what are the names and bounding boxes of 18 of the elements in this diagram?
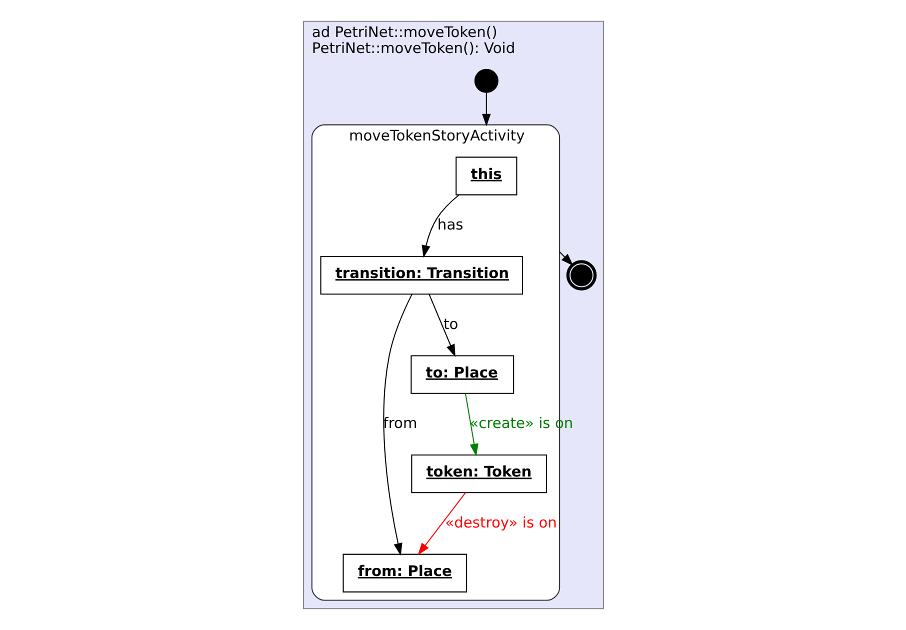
node-box: transition: Transition (320, 256, 522, 295)
node-box: from: Place (342, 554, 467, 592)
arrow (428, 294, 455, 357)
node-box: to: Place (410, 355, 514, 394)
node-circle (566, 260, 596, 290)
node-circle (474, 68, 498, 93)
arrow (421, 194, 459, 258)
edge-label: has (436, 216, 463, 234)
arrow (382, 294, 412, 556)
node-box: this (455, 156, 517, 196)
arrow (558, 251, 573, 266)
edge-label: from (382, 415, 417, 432)
arrow (464, 393, 478, 456)
edge-label: to (443, 316, 458, 333)
arrow (417, 492, 466, 556)
arrow (482, 92, 490, 126)
node-box: token: Token (410, 454, 547, 494)
edge-label: «destroy» is on (444, 514, 556, 532)
